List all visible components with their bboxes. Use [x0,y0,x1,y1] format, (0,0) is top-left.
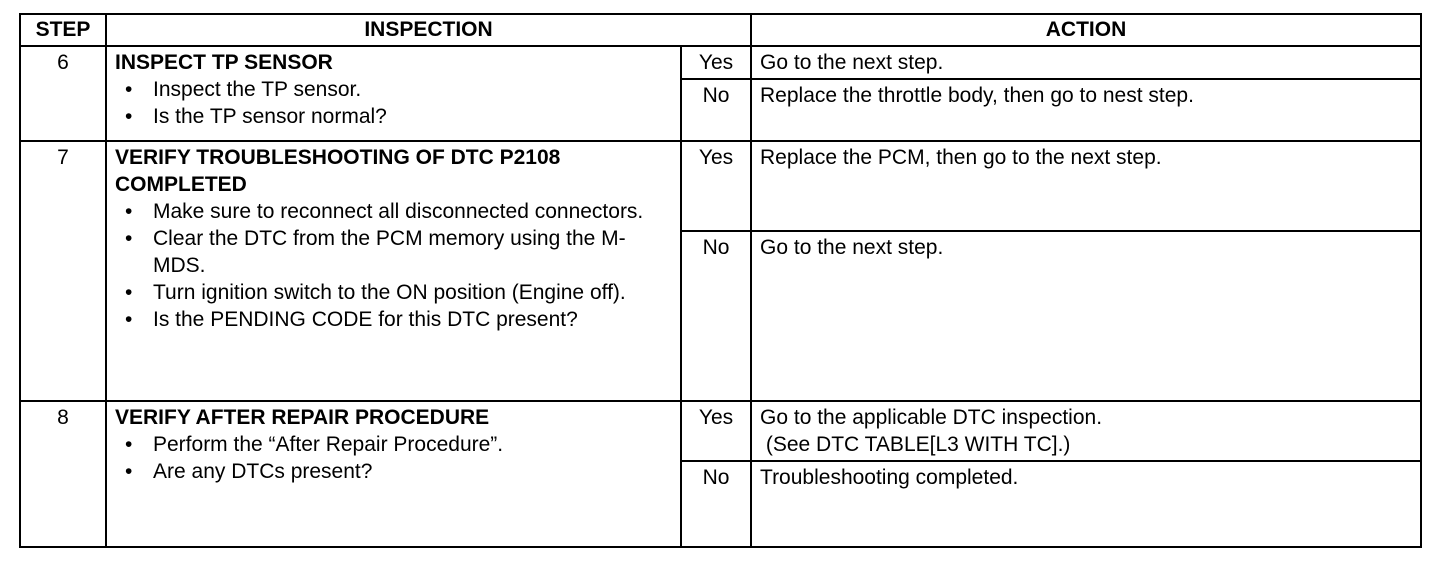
yes-action-cell: Go to the applicable DTC inspection. (Se… [750,400,1422,462]
step-7-no-row: No Go to the next step. [20,230,1422,402]
no-action: Go to the next step. [750,230,1422,402]
inspection-title: INSPECT TP SENSOR [115,51,333,74]
inspection-header: INSPECTION [104,13,753,47]
step-8-no-row: No Troubleshooting completed. [20,460,1422,548]
action-header: ACTION [750,13,1422,47]
step-6-no-row: No Replace the throttle body, then go to… [20,78,1422,142]
no-action: Replace the throttle body, then go to ne… [750,78,1422,142]
no-label: No [679,230,753,402]
yes-label: Yes [679,45,753,80]
no-action: Troubleshooting completed. [750,460,1422,548]
bullet-item: Inspect the TP sensor. [115,76,672,103]
bullet-item: Clear the DTC from the PCM memory using … [115,225,672,279]
inspection-title: VERIFY TROUBLESHOOTING OF DTC P2108 COMP… [115,146,561,196]
header-row: STEP INSPECTION ACTION [19,13,1422,47]
step-7-yes-row: 7 VERIFY TROUBLESHOOTING OF DTC P2108 CO… [19,140,1422,402]
bullet-item: Perform the “After Repair Procedure”. [115,431,672,458]
step-header: STEP [19,13,107,47]
no-label: No [679,78,753,142]
yes-action: Go to the next step. [750,45,1422,80]
inspection-cell: VERIFY TROUBLESHOOTING OF DTC P2108 COMP… [105,140,682,402]
dtc-table-link[interactable]: (See DTC TABLE[L3 WITH TC].) [760,433,1071,456]
step-6-yes-row: 6 INSPECT TP SENSOR Inspect the TP senso… [19,45,1422,142]
bullet-item: Turn ignition switch to the ON position … [115,279,672,306]
inspection-bullets: Inspect the TP sensor. Is the TP sensor … [115,76,672,130]
bullet-item: Are any DTCs present? [115,458,672,485]
yes-action: Replace the PCM, then go to the next ste… [750,140,1422,232]
inspection-title: VERIFY AFTER REPAIR PROCEDURE [115,406,490,429]
inspection-cell: VERIFY AFTER REPAIR PROCEDURE Perform th… [105,400,682,548]
no-label: No [679,460,753,548]
step-8-yes-row: 8 VERIFY AFTER REPAIR PROCEDURE Perform … [19,400,1422,548]
bullet-item: Make sure to reconnect all disconnected … [115,198,672,225]
step-number: 8 [19,400,107,548]
step-number: 6 [19,45,107,142]
inspection-cell: INSPECT TP SENSOR Inspect the TP sensor.… [105,45,682,142]
bullet-item: Is the PENDING CODE for this DTC present… [115,306,672,333]
step-number: 7 [19,140,107,402]
inspection-bullets: Make sure to reconnect all disconnected … [115,198,672,333]
inspection-bullets: Perform the “After Repair Procedure”. Ar… [115,431,672,485]
troubleshooting-table: STEP INSPECTION ACTION 6 INSPECT TP SENS… [19,13,1422,548]
bullet-item: Is the TP sensor normal? [115,103,672,130]
yes-label: Yes [679,140,753,232]
yes-action: Go to the applicable DTC inspection. [760,406,1103,429]
yes-label: Yes [679,400,753,462]
